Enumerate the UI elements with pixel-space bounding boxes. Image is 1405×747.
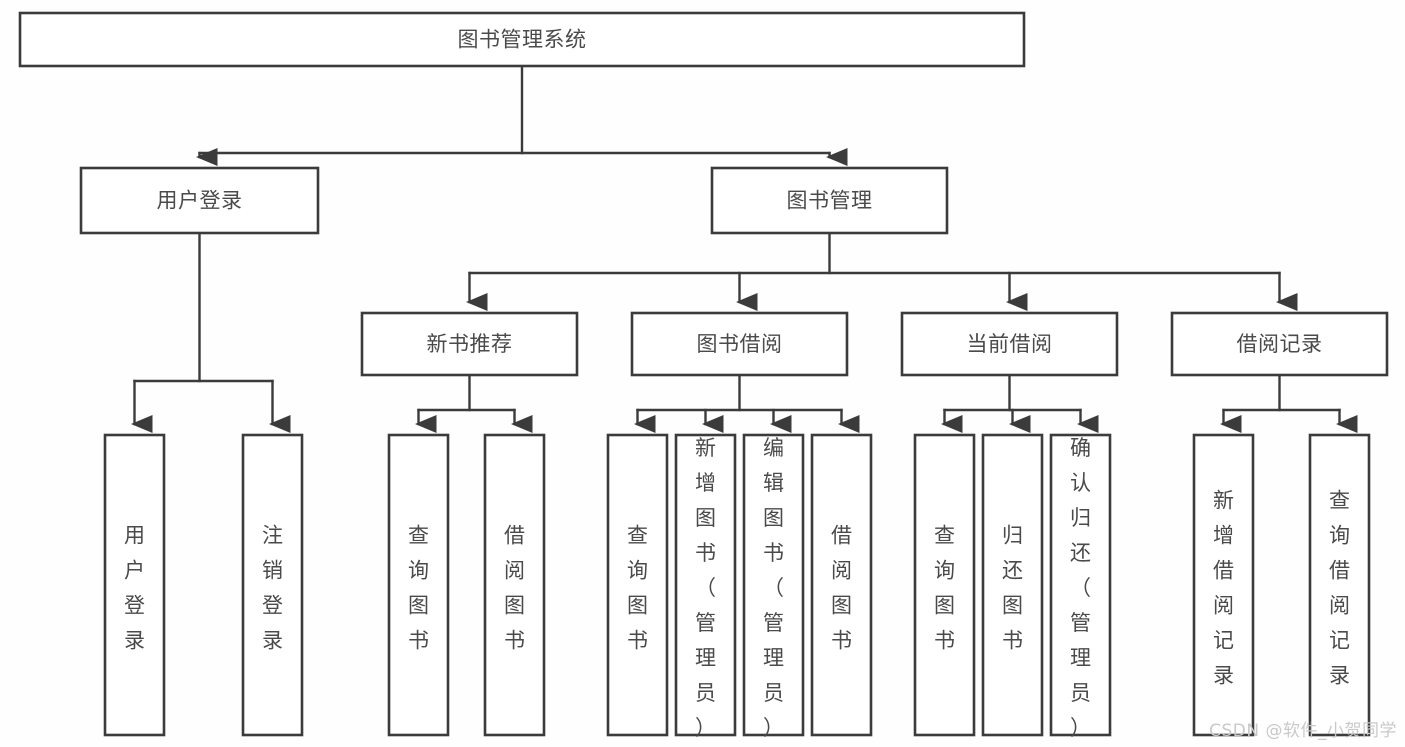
node-leaf-return-book[interactable]: 归还图书 xyxy=(981,433,1044,737)
connector-book-manage xyxy=(465,231,1298,311)
node-leaf-user-login[interactable]: 用户登录 xyxy=(103,433,166,737)
connector-borrow-record xyxy=(1219,373,1358,433)
node-borrow-record[interactable]: 借阅记录 xyxy=(1170,311,1389,377)
connector-current-borrow xyxy=(940,373,1099,433)
node-label: 当前借阅 xyxy=(967,332,1053,356)
connector-book-borrow xyxy=(633,373,860,433)
node-new-book-recommend[interactable]: 新书推荐 xyxy=(360,311,579,377)
node-label: 借阅图书 xyxy=(831,523,852,652)
connector-new-book-recommend xyxy=(414,373,533,433)
node-label: 编辑图书（管理员） xyxy=(763,436,784,740)
node-root[interactable]: 图书管理系统 xyxy=(18,11,1026,68)
node-label: 新书推荐 xyxy=(427,332,513,356)
node-leaf-add-book[interactable]: 新增图书（管理员） xyxy=(674,433,737,740)
node-label: 图书管理 xyxy=(787,189,873,213)
node-label: 新增借阅记录 xyxy=(1213,488,1234,687)
node-leaf-add-record[interactable]: 新增借阅记录 xyxy=(1192,433,1255,737)
node-label: 查询图书 xyxy=(408,523,429,652)
node-leaf-borrow-book-2[interactable]: 借阅图书 xyxy=(810,433,873,737)
connector-layer xyxy=(130,64,1358,433)
csdn-watermark: CSDN @软件_小贺同学 xyxy=(1209,721,1397,741)
node-label: 借阅图书 xyxy=(504,523,525,652)
node-leaf-query-record[interactable]: 查询借阅记录 xyxy=(1308,433,1371,737)
node-leaf-edit-book[interactable]: 编辑图书（管理员） xyxy=(742,433,805,740)
node-user-login[interactable]: 用户登录 xyxy=(79,166,320,235)
node-label: 图书管理系统 xyxy=(458,28,587,52)
node-label: 图书借阅 xyxy=(697,332,783,356)
connector-user-login xyxy=(130,231,291,433)
node-leaf-query-book-1[interactable]: 查询图书 xyxy=(387,433,450,737)
node-label: 查询图书 xyxy=(627,523,648,652)
node-label: 注销登录 xyxy=(262,523,283,652)
node-leaf-query-book-3[interactable]: 查询图书 xyxy=(913,433,976,737)
node-book-borrow[interactable]: 图书借阅 xyxy=(630,311,849,377)
box-layer: 图书管理系统用户登录图书管理新书推荐图书借阅当前借阅借阅记录用户登录注销登录查询… xyxy=(18,11,1389,740)
node-leaf-query-book-2[interactable]: 查询图书 xyxy=(606,433,669,737)
node-label: 借阅记录 xyxy=(1237,332,1323,356)
node-label: 查询图书 xyxy=(934,523,955,652)
node-leaf-borrow-book-1[interactable]: 借阅图书 xyxy=(483,433,546,737)
node-current-borrow[interactable]: 当前借阅 xyxy=(900,311,1119,377)
connector-root xyxy=(195,64,848,166)
node-label: 用户登录 xyxy=(157,189,243,213)
node-leaf-user-logout[interactable]: 注销登录 xyxy=(241,433,304,737)
node-label: 用户登录 xyxy=(124,523,145,652)
node-label: 新增图书（管理员） xyxy=(695,436,716,740)
node-book-manage[interactable]: 图书管理 xyxy=(710,166,949,235)
node-label: 查询借阅记录 xyxy=(1329,488,1350,687)
node-label: 确认归还（管理员） xyxy=(1070,436,1091,740)
node-leaf-confirm-return[interactable]: 确认归还（管理员） xyxy=(1049,433,1112,740)
node-label: 归还图书 xyxy=(1002,523,1023,652)
